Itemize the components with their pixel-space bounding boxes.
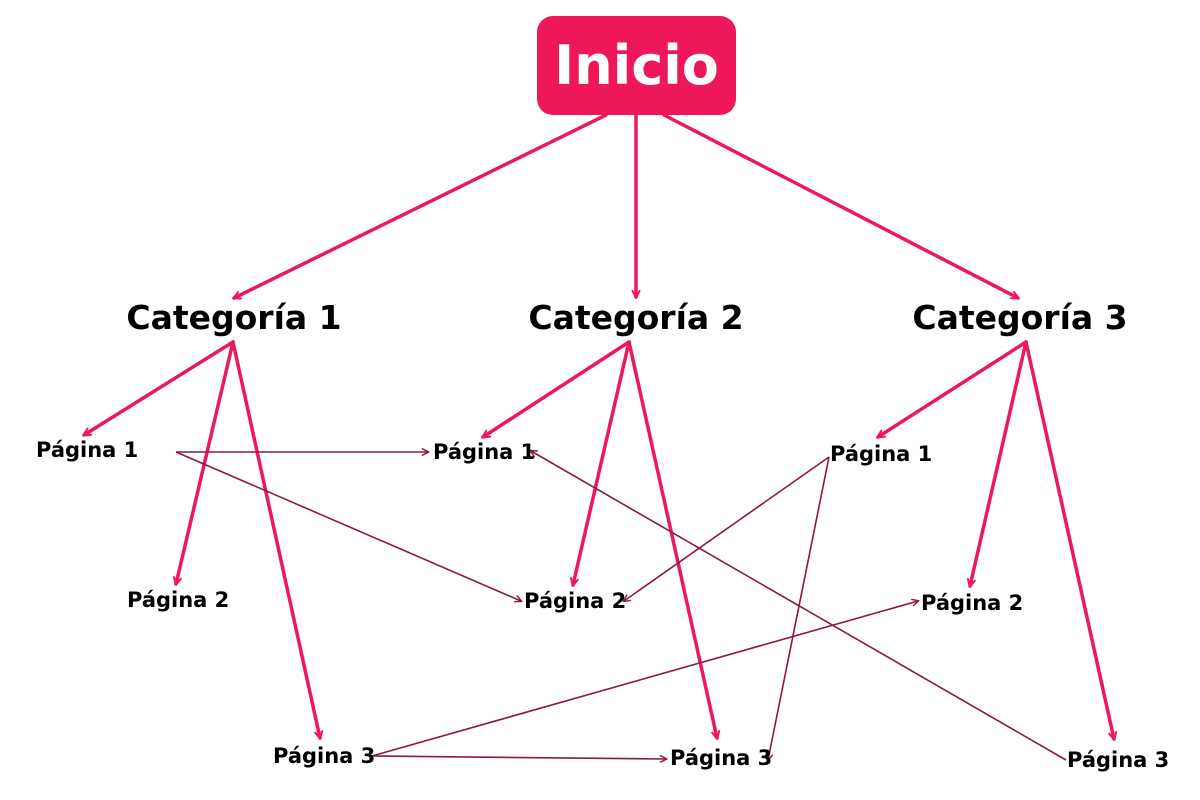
- edge-cat2-to-page3: [627, 340, 717, 738]
- crosslink-c3p3-to-c2p1: [531, 451, 1067, 761]
- edge-root-to-cat1: [234, 113, 608, 300]
- crosslink-c1p3-to-c2p3: [371, 756, 666, 759]
- cat2-page-1[interactable]: Página 1: [433, 440, 536, 464]
- cat3-page-2[interactable]: Página 2: [921, 591, 1024, 615]
- edge-cat2-to-page2: [573, 340, 631, 585]
- cat1-page-1[interactable]: Página 1: [36, 438, 139, 462]
- root-node[interactable]: Inicio: [537, 16, 736, 115]
- cat3-page-3[interactable]: Página 3: [1067, 748, 1170, 772]
- cat3-page-1[interactable]: Página 1: [830, 442, 933, 466]
- edge-cat3-to-page3: [1024, 340, 1114, 739]
- edge-cat1-to-page2: [176, 340, 235, 584]
- crosslink-c1p3-to-c3p2: [371, 601, 918, 757]
- cat1-page-2[interactable]: Página 2: [127, 588, 230, 612]
- edge-cat1-to-page1: [84, 340, 235, 437]
- category-3-node[interactable]: Categoría 3: [912, 298, 1128, 337]
- edge-root-to-cat3: [662, 113, 1018, 300]
- category-1-node[interactable]: Categoría 1: [126, 298, 342, 337]
- crosslink-c3p1-to-c2p3: [768, 456, 830, 760]
- category-2-node[interactable]: Categoría 2: [528, 298, 744, 337]
- edge-cat3-to-page2: [970, 340, 1028, 586]
- cat2-page-3[interactable]: Página 3: [670, 746, 773, 770]
- cat1-page-3[interactable]: Página 3: [273, 744, 376, 768]
- edge-cat3-to-page1: [878, 340, 1028, 439]
- crosslink-c1p1-to-c2p2: [175, 451, 521, 601]
- crosslink-c3p1-to-c2p2: [624, 456, 830, 601]
- edge-cat2-to-page1: [483, 340, 631, 439]
- edge-cat1-to-page3: [231, 340, 320, 738]
- cat2-page-2[interactable]: Página 2: [524, 589, 627, 613]
- root-label: Inicio: [554, 34, 719, 97]
